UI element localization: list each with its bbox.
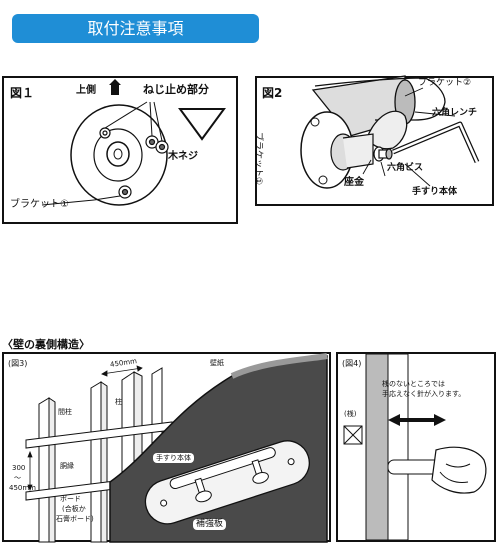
figure-1-bracket-drawing xyxy=(41,79,226,206)
figure-4-title: (図4) xyxy=(342,359,362,368)
figure-1-title: 図１ xyxy=(10,86,35,100)
figure-3-wall-drawing xyxy=(25,353,328,543)
fig3-stud-label: 間柱 xyxy=(58,408,72,416)
fig3-furring-label: 胴縁 xyxy=(60,462,74,470)
wall-structure-heading: 〈壁の裏側構造〉 xyxy=(2,338,90,351)
fig1-up-label: 上側 xyxy=(76,85,96,96)
fig2-bracket1-label: ブラケット① xyxy=(253,132,263,186)
fig2-rail-body-label: 手すり本体 xyxy=(412,187,458,197)
fig1-bracket-label: ブラケット① xyxy=(10,199,69,210)
figure-4-finder-drawing xyxy=(343,353,487,541)
fig3-rail-body-label: 手すり本体 xyxy=(153,453,194,464)
fig4-text-line2: 手応えなく針が入ります。 xyxy=(382,390,466,398)
fig3-board-label-3: 石膏ボード) xyxy=(56,515,94,523)
fig3-dim-left-2: 〜 xyxy=(14,474,21,482)
fig2-washer-label: 座金 xyxy=(344,177,364,188)
fig3-pillar-label: 柱 xyxy=(115,398,122,406)
fig3-board-label-2: (合板か xyxy=(62,505,86,513)
fig3-board-label-1: ボード xyxy=(60,495,81,503)
fig4-text-line1: 桟のないところでは xyxy=(382,380,445,388)
page-title: 取付注意事項 xyxy=(12,14,259,43)
figure-3-title: (図3) xyxy=(8,359,28,368)
figure-2-title: 図2 xyxy=(262,86,283,100)
fig2-bracket2-label: ブラケット② xyxy=(418,78,472,88)
figure-2-bracket-drawing xyxy=(300,75,480,189)
fig3-reinforce-label: 補強板 xyxy=(193,519,227,530)
fig3-wallpaper-label: 壁紙 xyxy=(210,359,224,367)
fig3-dim-left-3: 450mm xyxy=(9,484,36,492)
figure-4-panel xyxy=(336,352,496,542)
fig3-dim-left-1: 300 xyxy=(12,464,26,472)
fig2-hex-screw-label: 六角ビス xyxy=(387,163,424,173)
fig1-screw-label: ねじ止め部分 xyxy=(143,83,209,96)
fig1-wood-screw-label: 木ネジ xyxy=(168,151,198,162)
fig4-crosspiece-label: (桟) xyxy=(344,410,357,418)
fig2-hex-wrench-label: 六角レンチ xyxy=(432,108,478,118)
